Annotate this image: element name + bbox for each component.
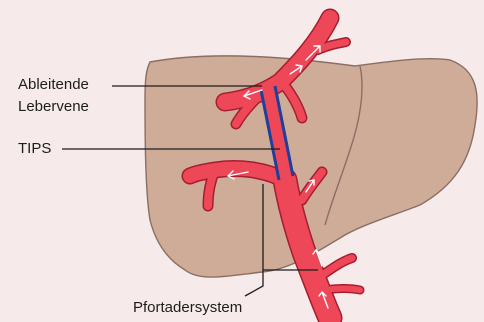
portal-system-label: Pfortadersystem <box>133 297 242 319</box>
hepatic-vein-label-line1: Ableitende <box>18 74 89 96</box>
tips-label: TIPS <box>18 138 51 160</box>
hepatic-vein-label-line2: Lebervene <box>18 96 89 118</box>
hepatic-vein-label: Ableitende Lebervene <box>18 74 89 118</box>
